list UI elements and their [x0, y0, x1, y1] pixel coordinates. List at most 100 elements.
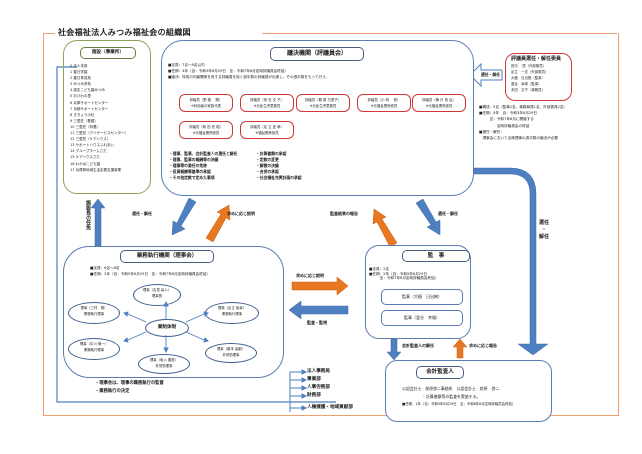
cooperation-center: 業制体制	[145, 319, 189, 337]
facility-item: 4 認定こども園みつみ	[70, 88, 105, 93]
auditor-report-arrow	[372, 208, 398, 248]
facility-item: 14 グループホームさだ	[70, 149, 107, 154]
council-member-card: 評議員（足 立 宜 孝） ※福祉関係役員	[240, 121, 294, 139]
member-name: 評議員（楓 原 万里子）	[304, 98, 342, 102]
duty-item: ・合併の承認	[256, 169, 279, 174]
council-panel	[161, 40, 474, 196]
council-member-card: 評議員（小 林 修）※元福祉関係役員	[357, 94, 411, 112]
council-member-card: 評議員（常 石 文 子） ※元民生児童委員	[240, 94, 294, 112]
department-item: 人事労務部	[307, 385, 330, 390]
member-role: ※元福祉関係役員	[425, 104, 453, 108]
member-name: 評議員（梅 戸 良 弘）	[422, 98, 456, 102]
info-line: 定時評議員会の終結	[479, 123, 530, 128]
member-name: 評議員（常 石 文 子）	[250, 98, 284, 102]
director-role: 非常勤理事	[222, 353, 240, 357]
department-item: 法人事務局	[307, 369, 330, 374]
facility-item: 9 三愛荘（養護）	[70, 118, 98, 123]
board-title: 業務執行機関（理事会）	[120, 250, 214, 263]
council-duties-left: ・理事、監事、会計監査人の選任と解任 ・理事、監事の報酬等の決議 ・理事等の責任…	[169, 151, 237, 181]
board-to-council-label: 求めに応じ説明	[227, 211, 255, 216]
frame-top-right	[262, 33, 617, 34]
director-role: 業務執行理事	[221, 312, 243, 316]
duty-item: ・理事等の責任の免除	[169, 163, 207, 168]
committee-member: 釜谷 幸雄（監事）	[511, 82, 542, 86]
info-line: ■選任・解任：	[479, 129, 504, 134]
big-arrow-label-line: 解任	[539, 234, 550, 240]
member-role: ※利用者の家族代表	[191, 104, 221, 108]
auditor-audit-arrow	[288, 300, 349, 320]
council-info-line: ■議決：特別の利害関係を有する評議員を除く過半数の評議員が出席し、その過半数をも…	[168, 75, 330, 80]
committee-member: 足立 一志（外部委員）	[511, 70, 549, 74]
council-duties-right: ・計算書類の承認 ・定款の変更 ・解散の決議 ・合併の承認 ・社会福祉充実計画の…	[256, 151, 302, 181]
auditor-member-card: 監事（釜谷 幸雄）	[381, 310, 463, 326]
acc-auditor-appoint-arrow	[386, 338, 402, 361]
duty-item: ・理事会は、理事の職務執行の監督	[95, 381, 164, 386]
duty-item: ・定款の変更	[256, 157, 279, 162]
director-name: 理事（中川 愼一）	[79, 342, 109, 346]
director-ellipse: 理事（三村 明）業務執行理事	[68, 302, 120, 324]
committee-member: 田中 悟（外部委員）	[511, 64, 546, 68]
auditors-info: ■定員：2名 ■任期：2年（自：令和5年6月29日 至：令和7年6月定時評議員会…	[369, 267, 438, 281]
facility-item: 8 ききょうの杜	[70, 112, 95, 117]
member-name: 評議員（和 田 史 昭）	[189, 125, 223, 129]
member-name: 評議員（小 林 修）	[367, 98, 401, 102]
member-name: 評議員（足 立 宜 孝）	[250, 125, 284, 129]
duty-item: ・解散の決議	[256, 163, 279, 168]
auditors-title: 監 事	[402, 250, 470, 262]
member-role: ※福祉関係役員	[255, 131, 279, 135]
council-member-card: 評議員（野 路 勝）※利用者の家族代表	[179, 94, 233, 112]
council-info: ■定員：7名～9名以内 ■任期：4年（自：令和3年6月29日 至：令和7年6月定…	[168, 62, 329, 81]
member-role: ※元福祉関係役員	[192, 131, 220, 135]
selection-committee-title: 評議員選任・解任委員	[511, 56, 562, 62]
info-line: 至：令和7年6月定時評議員会終結）	[369, 276, 439, 281]
facilities-title: 施設（事業所）	[80, 47, 136, 59]
department-item: 人権擁護・地域貢献部	[307, 405, 353, 410]
department-arrows	[290, 369, 308, 411]
info-line: ■定員：2名	[369, 267, 390, 271]
facility-item: 5 おびわの里	[70, 94, 91, 99]
auditor-report-label: 監査結果の報告	[330, 211, 358, 216]
info-line: ■任期：2年（自：令和5年6月29日	[369, 271, 427, 276]
facilities-panel	[63, 40, 151, 194]
board-to-council-arrow	[205, 204, 231, 243]
board-info: ■定員：6名～8名 ■任期：2年（自：令和5年6月29日 至：令和7年6月定時評…	[90, 265, 210, 277]
board-duties: ・理事会は、理事の職務執行の監督 ・業務執行の決定	[95, 380, 164, 396]
info-line: ■任期：2年（自：令和5年6月29日 至：令和7年6月定時評議員会終結）	[90, 272, 211, 277]
facility-item: 10 三愛荘（特養）	[70, 124, 101, 129]
acc-auditor-report-label: 求めに応じ報告	[469, 343, 497, 348]
member-role: ※元民生児童委員	[253, 104, 281, 108]
council-to-board-arrow	[171, 197, 197, 236]
facility-item: 6 兵庫サポートセンター	[70, 100, 109, 105]
info-line: ■任期：4年 自：令和3年6月29日	[479, 111, 537, 116]
facility-arrow-label: 施設長の任免	[85, 200, 91, 230]
big-arrow-label: 選任 ・ 解任	[539, 219, 549, 241]
facility-item: 17 兵庫県地域生活定着支援事業	[70, 167, 122, 172]
director-ellipse: 理事（藤本 喜都）非常勤理事	[205, 343, 257, 363]
accounting-auditor-info: 公認会計士 前原啓二事務所 公認会計士 前原 啓二 ・計算書類等の監査を実施する…	[402, 385, 515, 408]
council-info-line: ■任期：4年（自：令和3年6月29日 至：令和7年6月定時評議員会終結）	[168, 69, 289, 74]
selection-committee-card: 評議員選任・解任委員 田中 悟（外部委員） 足立 一志（外部委員） 大植 日出樹…	[505, 53, 572, 101]
facility-item: 0 法人本部	[70, 64, 88, 68]
big-selection-arrow	[473, 167, 549, 356]
big-arrow-label-line: ・	[541, 227, 547, 233]
duty-item: ・計算書類の承認	[256, 151, 287, 156]
auditor-member-card: 監事（大植 日出樹）	[381, 289, 463, 305]
council-member-card: 評議員（和 田 史 昭） ※元福祉関係役員	[179, 121, 233, 139]
facility-item: 11 三愛荘（デイサービスセンター）	[70, 131, 129, 136]
audit-label: 監査・監視	[307, 320, 327, 325]
selection-committee-info: ■構成：5名（監事2名、事務局員1名、外部委員2名） ■任期：4年 自：令和3年…	[479, 104, 567, 141]
department-item: 財務部	[307, 393, 321, 398]
facility-item: 16 わかばこども園	[70, 161, 101, 166]
director-ellipse: 理事（坂入 豊基）非常勤理事	[138, 354, 190, 374]
selection-committee-arrow	[469, 62, 503, 88]
info-line: 至：令和7年6月に開催する	[479, 117, 534, 122]
info-line: ■定員：6名～8名	[90, 266, 120, 270]
info-line: ・計算書類等の監査を実施する。	[422, 394, 481, 399]
council-to-auditor-arrow	[415, 198, 441, 236]
duty-item: ・業務執行の決定	[95, 389, 130, 394]
frame-top-left	[43, 33, 55, 34]
facility-connector-line	[56, 66, 336, 403]
director-name: 理事（坂入 豊基）	[149, 358, 179, 362]
director-role: 業務執行理事	[83, 312, 105, 316]
